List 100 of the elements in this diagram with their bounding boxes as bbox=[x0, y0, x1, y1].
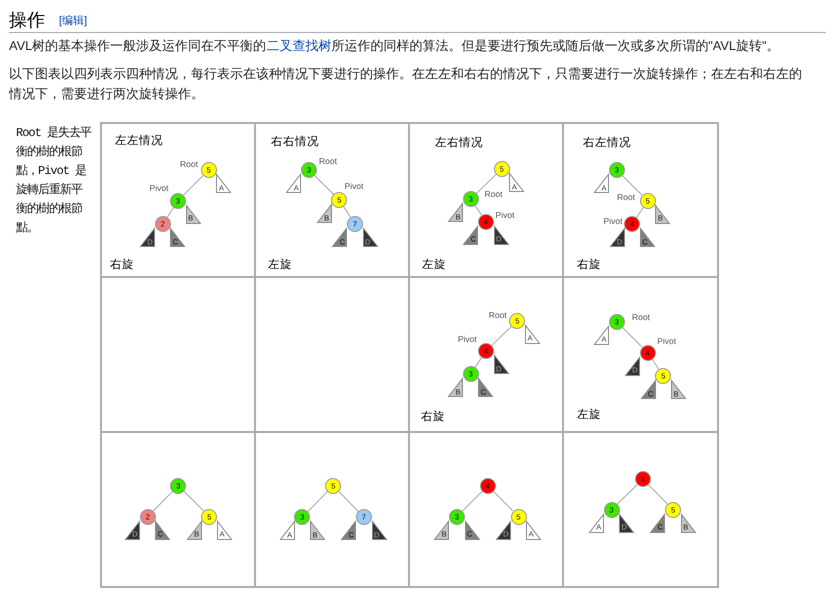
connector-line bbox=[314, 175, 334, 195]
subtree-triangle bbox=[286, 174, 302, 193]
subtree-triangle bbox=[478, 378, 494, 397]
connector-line bbox=[183, 490, 204, 512]
pointer-label: Root bbox=[180, 160, 198, 168]
pointer-label: Pivot bbox=[458, 334, 477, 344]
subtree-triangle bbox=[509, 173, 524, 192]
connector-line bbox=[152, 490, 174, 512]
node-circle bbox=[356, 509, 372, 526]
node-circle bbox=[640, 192, 656, 209]
node-circle bbox=[200, 162, 217, 178]
subtree-triangle bbox=[217, 520, 232, 540]
node-circle bbox=[478, 343, 494, 359]
pointer-label: Pivot bbox=[657, 336, 676, 346]
node-circle bbox=[448, 508, 465, 525]
cell-heading: 右右情况 bbox=[271, 135, 319, 149]
table-cell bbox=[255, 277, 409, 432]
table-cell bbox=[409, 123, 563, 277]
subtree-triangle bbox=[316, 204, 332, 223]
cell-caption: 右旋 bbox=[110, 258, 134, 272]
node-circle bbox=[170, 478, 186, 494]
section-heading: 操作 bbox=[9, 9, 45, 31]
node-circle bbox=[665, 502, 682, 518]
connector-line bbox=[343, 206, 352, 218]
subtree-triangle bbox=[496, 520, 511, 540]
connector-line bbox=[474, 205, 482, 216]
node-circle bbox=[331, 192, 348, 208]
subtree-triangle bbox=[640, 228, 655, 248]
subtree-triangle bbox=[464, 520, 480, 540]
connector-line bbox=[491, 326, 512, 346]
connector-line bbox=[166, 206, 174, 218]
table-cell bbox=[563, 123, 718, 277]
pointer-label: Root bbox=[617, 192, 635, 202]
connector-line bbox=[622, 175, 643, 196]
node-circle bbox=[604, 502, 620, 518]
table-cell bbox=[101, 277, 255, 432]
cell-heading: 左左情况 bbox=[115, 134, 163, 148]
subtree-triangle bbox=[463, 226, 478, 245]
connector-line bbox=[183, 175, 204, 196]
subtree-triangle bbox=[671, 380, 686, 399]
connector-line bbox=[338, 490, 359, 512]
link: 二叉查找树 bbox=[266, 38, 332, 53]
node-circle bbox=[325, 478, 342, 494]
subtree-triangle bbox=[216, 174, 232, 193]
table-cell bbox=[255, 432, 409, 587]
subtree-triangle bbox=[655, 204, 670, 224]
subtree-triangle bbox=[448, 378, 463, 397]
connector-line bbox=[636, 206, 644, 218]
connector-line bbox=[648, 484, 668, 504]
pointer-label: Pivot bbox=[150, 184, 168, 192]
subtree-triangle bbox=[155, 520, 170, 540]
paragraph: 以下图表以四列表示四种情况，每行表示在该种情况下要进行的操作。在左左和右右的情况下，只需要进行一次旋转操作；在左右和右左的情况下，需要进行两次旋转操作。 bbox=[9, 65, 803, 103]
subtree-triangle bbox=[680, 514, 696, 532]
table-cell bbox=[101, 432, 255, 587]
node-circle bbox=[494, 161, 510, 177]
node-circle bbox=[608, 314, 625, 330]
node-circle bbox=[301, 162, 317, 178]
cell-caption: 左旋 bbox=[268, 258, 292, 272]
connector-line bbox=[462, 490, 483, 512]
node-circle bbox=[462, 191, 479, 207]
subtree-triangle bbox=[594, 326, 609, 345]
node-circle bbox=[608, 162, 625, 178]
pointer-label: Pivot bbox=[496, 210, 514, 220]
subtree-triangle bbox=[494, 226, 509, 245]
cell-caption: 左旋 bbox=[577, 408, 601, 422]
subtree-triangle bbox=[434, 520, 450, 540]
node-circle bbox=[294, 509, 310, 526]
subtree-triangle bbox=[525, 324, 540, 344]
edit-link: [编辑] bbox=[59, 14, 88, 28]
node-circle bbox=[154, 216, 171, 232]
connector-line bbox=[307, 490, 328, 512]
connector-line bbox=[616, 484, 638, 504]
subtree-triangle bbox=[362, 228, 378, 247]
connector-line bbox=[474, 357, 482, 368]
node-circle bbox=[655, 368, 672, 384]
subtree-triangle bbox=[594, 174, 609, 193]
connector-line bbox=[493, 490, 514, 512]
subtree-triangle bbox=[640, 380, 656, 399]
node-circle bbox=[462, 366, 479, 382]
table-cell bbox=[409, 277, 563, 432]
subtree-triangle bbox=[186, 204, 201, 224]
pointer-label: Root bbox=[319, 156, 337, 166]
pointer-label: Pivot bbox=[344, 182, 364, 190]
subtree-triangle bbox=[372, 521, 387, 540]
node-circle bbox=[509, 312, 526, 329]
node-circle bbox=[634, 471, 651, 488]
subtree-triangle bbox=[140, 228, 155, 248]
cell-caption: 左旋 bbox=[422, 258, 446, 272]
paragraph: AVL树的基本操作一般涉及运作同在不平衡的二叉查找树所运作的同样的算法。但是要进行预先或随后做一次或多次所谓的"AVL旋转"。 bbox=[9, 37, 781, 55]
subtree-triangle bbox=[186, 520, 202, 540]
note-text: Root 是失去平衡的樹的根節點，Pivot 是旋轉后重新平衡的樹的根節點。 bbox=[16, 124, 92, 236]
table-cell bbox=[563, 432, 718, 587]
table-cell bbox=[101, 123, 255, 277]
subtree-triangle bbox=[125, 520, 140, 540]
node-circle bbox=[201, 508, 218, 525]
subtree-triangle bbox=[619, 514, 634, 532]
node-circle bbox=[170, 192, 186, 209]
node-circle bbox=[480, 478, 496, 494]
subtree-triangle bbox=[448, 203, 463, 222]
node-circle bbox=[640, 344, 656, 361]
